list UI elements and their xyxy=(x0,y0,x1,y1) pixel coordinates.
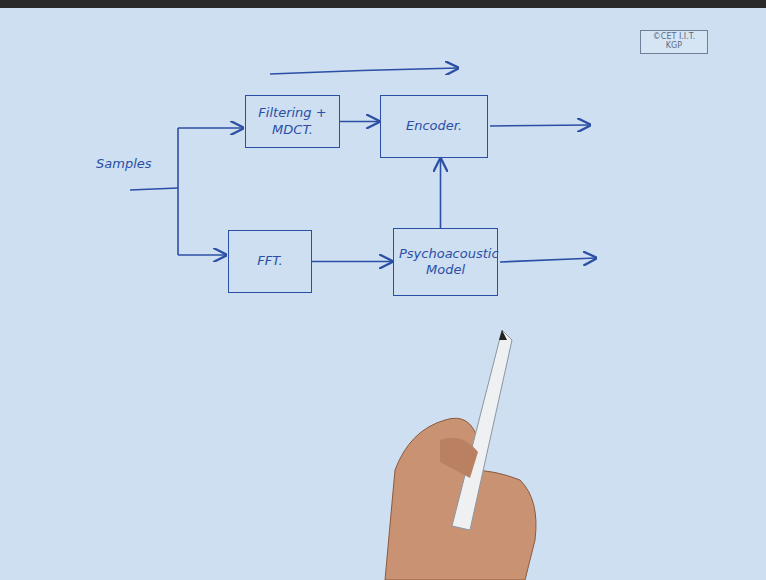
pen xyxy=(452,330,512,530)
frame-band xyxy=(0,0,766,8)
box-label: Psychoacoustic Model xyxy=(399,246,492,279)
box-label: Filtering + MDCT. xyxy=(251,105,334,138)
thumb xyxy=(440,438,478,478)
flow-arrow xyxy=(312,261,392,263)
flow-direction-arrow xyxy=(270,68,458,74)
output-arrow xyxy=(500,258,596,262)
process-box: Encoder. xyxy=(380,95,488,158)
box-label: FFT. xyxy=(257,253,283,269)
process-box: FFT. xyxy=(228,230,312,293)
split-line xyxy=(177,128,179,255)
watermark-stamp: ©CET I.I.T. KGP xyxy=(640,30,708,54)
flow-arrow xyxy=(340,121,379,123)
output-arrow xyxy=(490,125,590,126)
process-box: Filtering + MDCT. xyxy=(245,95,340,148)
input-line xyxy=(130,188,178,190)
box-label: Encoder. xyxy=(406,118,462,134)
pen-tip xyxy=(499,330,507,340)
branch-arrow xyxy=(178,127,243,129)
flow-arrow xyxy=(440,159,442,228)
process-box: Psychoacoustic Model xyxy=(393,228,498,296)
signal-label: Samples xyxy=(96,156,152,171)
branch-arrow xyxy=(178,254,226,256)
